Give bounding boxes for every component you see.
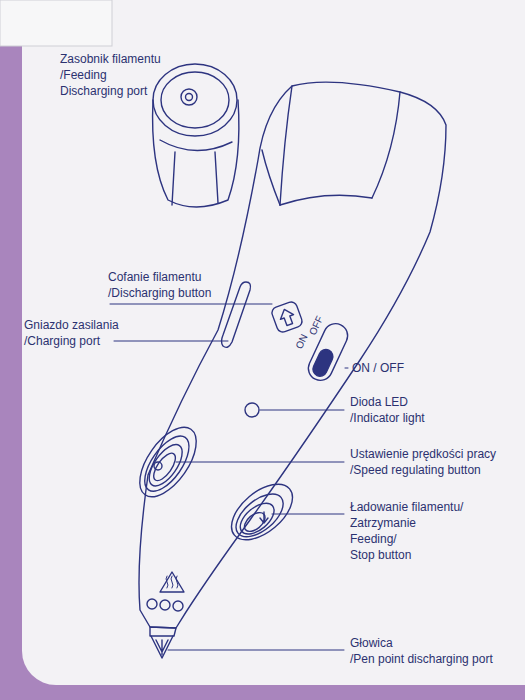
part-label: Discharging port [60,84,147,99]
part-label: /Indicator light [350,411,425,426]
charging-port [222,282,251,347]
nozzle [151,636,173,658]
indicator-led [245,403,259,417]
part-label: Głowica [350,636,393,651]
part-label: Ustawienie prędkości pracy [350,447,496,462]
part-label: Ładowanie filamentu/ [350,500,463,515]
part-label: Zasobnik filamentu [60,52,161,67]
pen-body [139,82,446,628]
part-label: Dioda LED [350,395,408,410]
card [22,0,525,685]
corner-panel [0,0,112,46]
part-label: Feeding/ [350,532,397,547]
part-label: /Feeding [60,68,107,83]
part-label: Stop button [350,548,411,563]
discharging-button [270,300,303,333]
heat-symbol [160,572,184,592]
part-label: /Charging port [24,334,100,349]
part-label: Zatrzymanie [350,516,416,531]
feeding-cap [153,64,239,207]
part-label: Gniazdo zasilania [24,318,119,333]
part-label: ON / OFF [352,361,404,376]
part-label: /Discharging button [108,286,211,301]
leader-lines [110,304,348,650]
part-label: Cofanie filamentu [108,270,201,285]
feed-button [222,474,303,551]
part-label: /Pen point discharging port [350,652,493,667]
part-label: /Speed regulating button [350,463,481,478]
